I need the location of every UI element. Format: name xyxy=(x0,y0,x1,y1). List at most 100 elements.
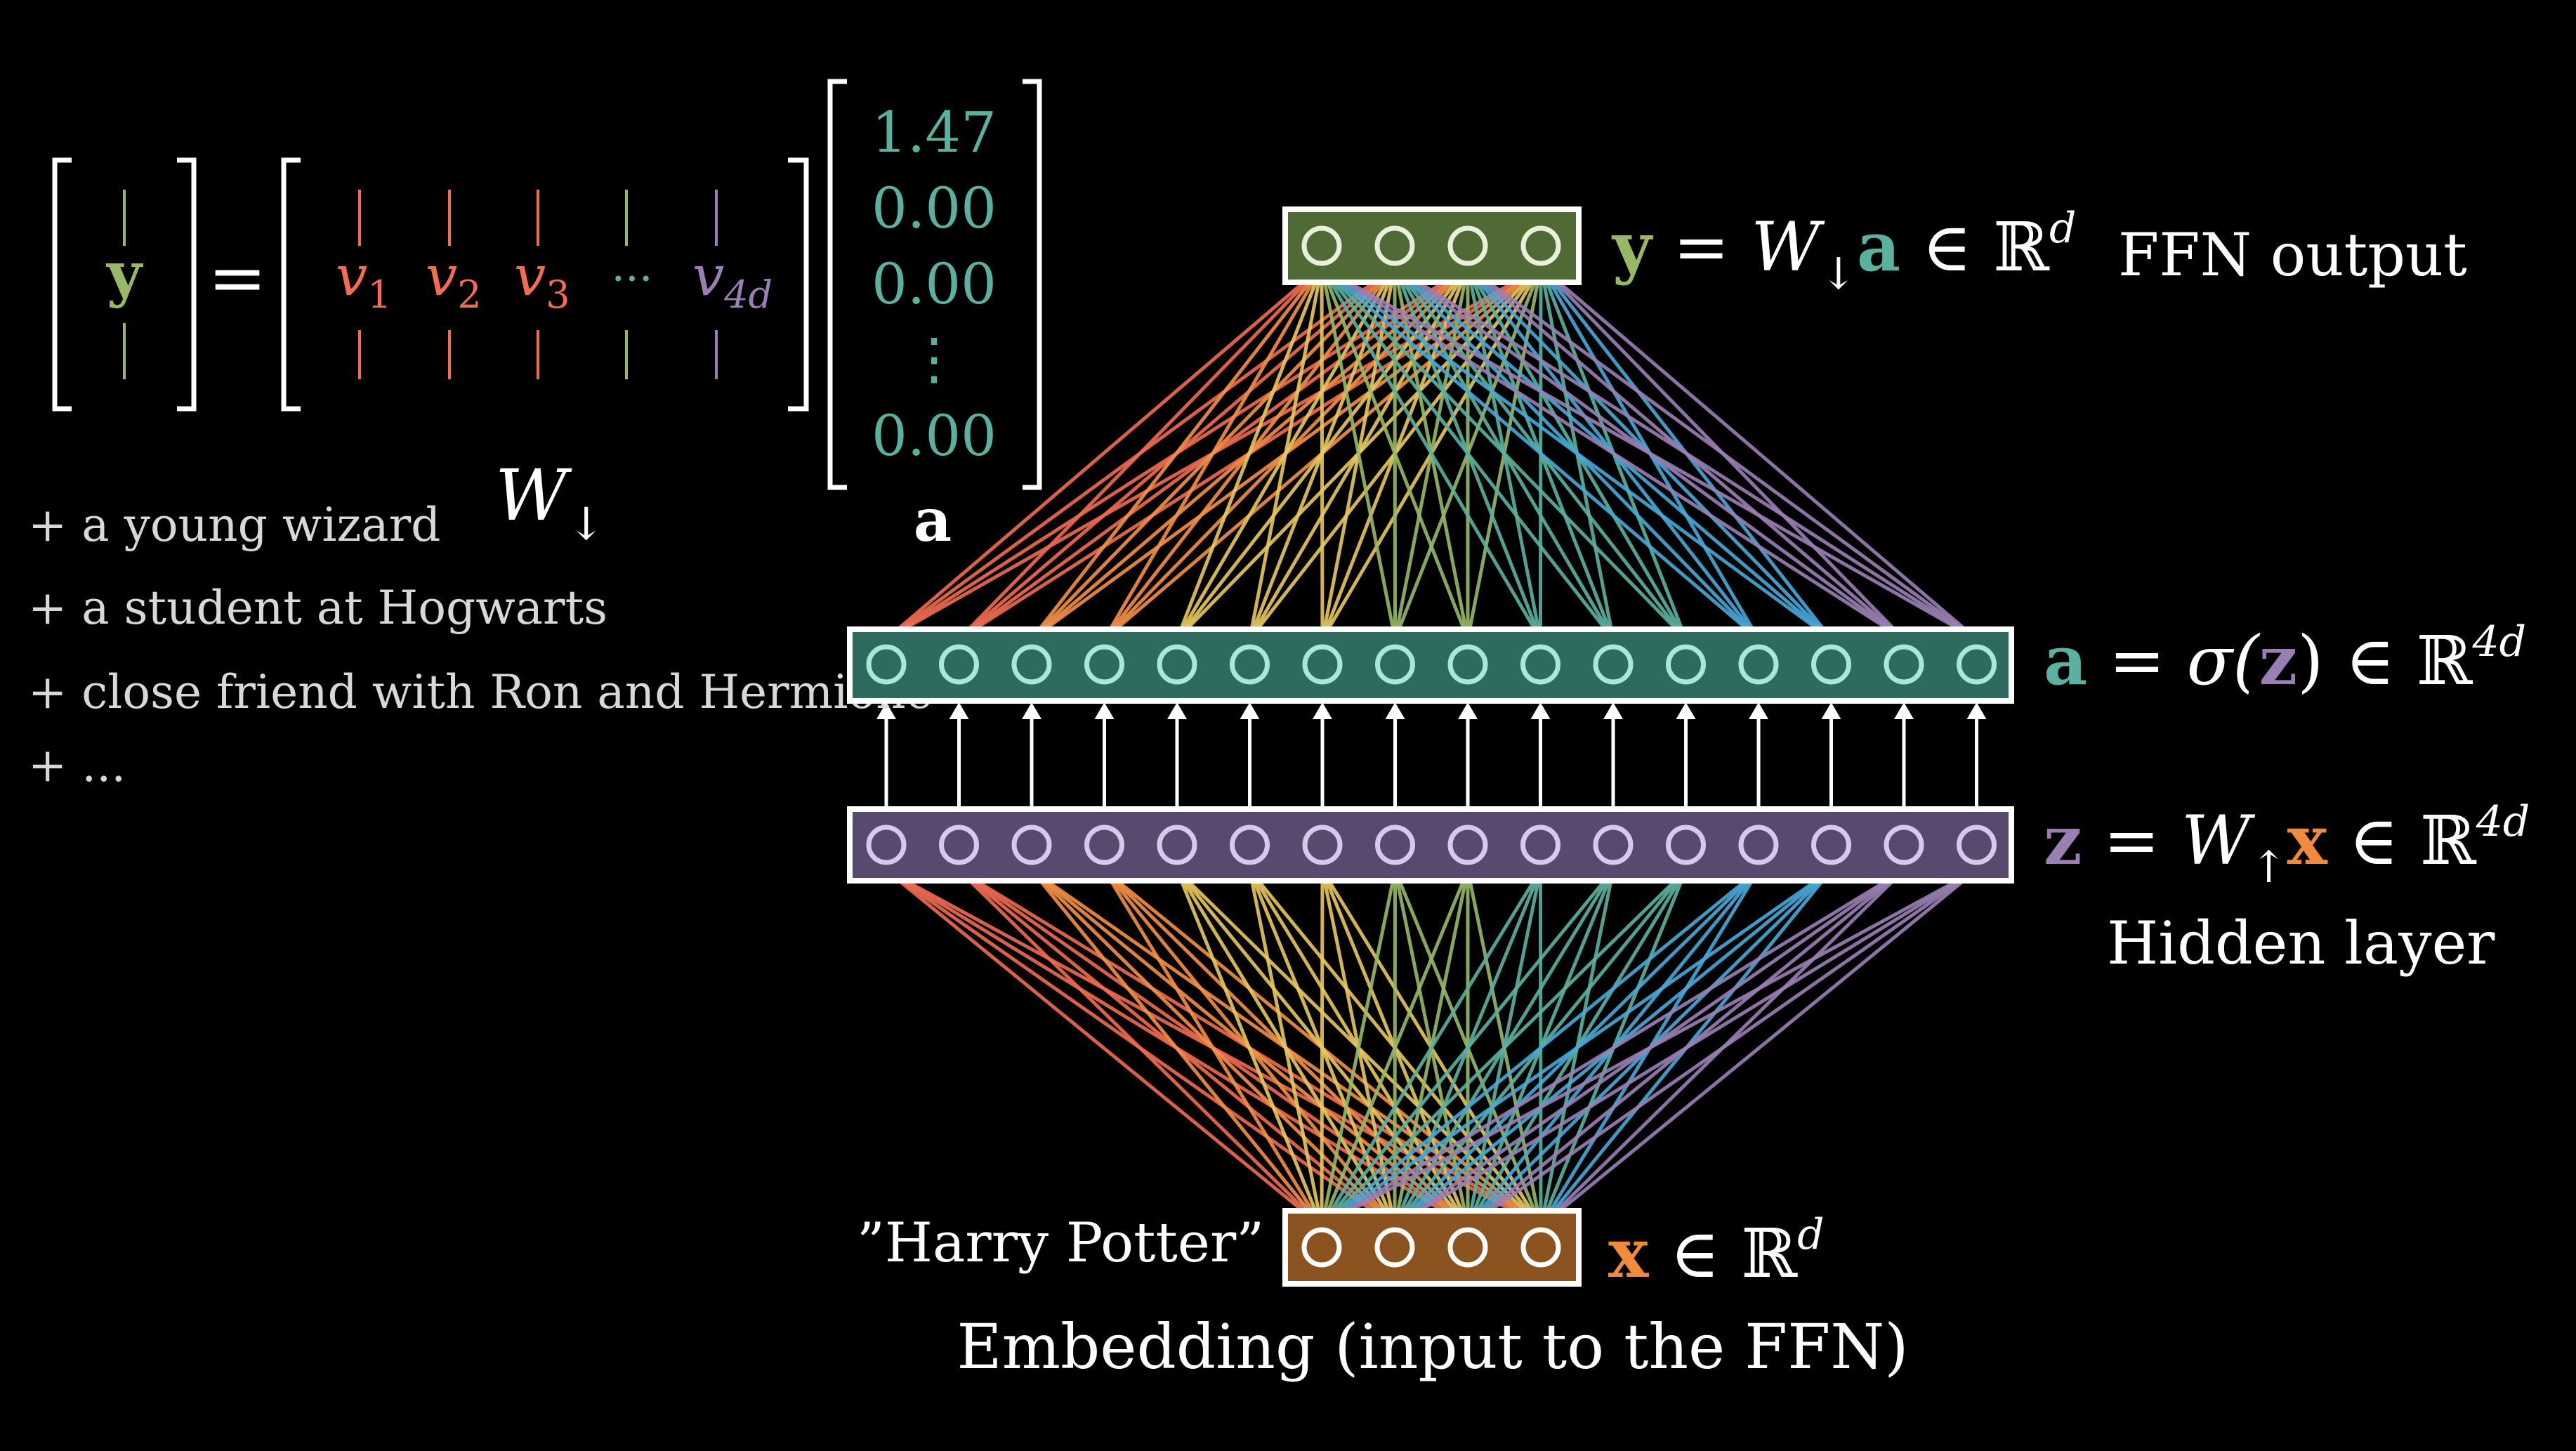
activation-neuron xyxy=(1520,644,1560,685)
embedding-neuron xyxy=(1301,1227,1342,1268)
connection-a-to-y xyxy=(885,265,1323,641)
connection-x-to-z xyxy=(1320,868,1978,1228)
connection-x-to-z xyxy=(1320,869,1542,1228)
activation-neuron xyxy=(1302,644,1343,685)
activation-neuron xyxy=(1011,644,1052,685)
connection-a-to-y xyxy=(1320,266,1397,640)
a-bracket-right xyxy=(1023,79,1042,490)
hidden-neuron xyxy=(1811,825,1851,865)
hidden-layer-box xyxy=(847,806,2014,884)
activation-equation: a = σ(z) ∈ ℝ4d xyxy=(2044,617,2526,700)
connection-a-to-y xyxy=(1320,265,1542,641)
embedding-caption: Embedding (input to the FFN) xyxy=(957,1311,1908,1383)
activation-arrowhead xyxy=(1676,702,1696,719)
hidden-neuron xyxy=(1011,825,1052,865)
connection-a-to-y xyxy=(1320,265,1615,641)
connection-a-to-y xyxy=(1320,265,1905,641)
connection-a-to-y xyxy=(1030,265,1323,641)
output-eq-exp: d xyxy=(2049,204,2076,253)
connection-x-to-z xyxy=(885,869,1323,1228)
description-3: + close friend with Ron and Hermione xyxy=(28,665,933,719)
connection-x-to-z xyxy=(1320,869,1615,1228)
connection-a-to-y xyxy=(1320,265,1688,641)
activation-arrows xyxy=(876,702,1987,808)
description-list: + a young wizard + a student at Hogwarts… xyxy=(28,498,933,792)
activation-arrowhead xyxy=(1894,702,1914,719)
output-eq-equals: = xyxy=(1673,208,1729,287)
output-layer-box xyxy=(1282,206,1582,285)
activation-eq-z: z xyxy=(2259,621,2298,700)
activation-layer-box xyxy=(847,626,2014,704)
column-vector-label: v4d xyxy=(692,243,773,317)
connection-x-to-z xyxy=(1320,868,1832,1228)
embedding-layer-box xyxy=(1282,1208,1582,1287)
activation-neuron xyxy=(1811,644,1851,685)
hidden-neuron xyxy=(1666,825,1706,865)
y-vector-label: y xyxy=(105,239,144,310)
connection-a-to-y xyxy=(1248,266,1324,640)
hidden-neuron xyxy=(1302,825,1343,865)
hidden-neuron xyxy=(1520,825,1560,865)
activation-arrowhead xyxy=(1530,702,1551,719)
hidden-eq-r: ℝ xyxy=(2420,801,2477,880)
embedding-eq-exp: d xyxy=(1797,1210,1824,1259)
connections-up-projection xyxy=(885,868,1978,1228)
activation-neuron xyxy=(1884,644,1924,685)
activation-eq-exp: 4d xyxy=(2472,617,2527,667)
activation-arrowhead xyxy=(1167,702,1187,719)
column-vector-label: v3 xyxy=(514,243,570,317)
embedding-eq-in: ∈ xyxy=(1670,1214,1720,1293)
activation-neuron xyxy=(1084,644,1124,685)
activation-neuron xyxy=(1157,644,1197,685)
description-2: + a student at Hogwarts xyxy=(28,581,607,635)
embedding-neuron xyxy=(1520,1227,1561,1268)
y-bracket-right xyxy=(177,157,197,412)
connection-x-to-z xyxy=(1320,868,1905,1228)
hidden-caption: Hidden layer xyxy=(2107,909,2495,978)
activation-neuron xyxy=(1957,644,1997,685)
activation-arrowhead xyxy=(1022,702,1041,719)
embedding-input-name: ”Harry Potter” xyxy=(857,1212,1264,1275)
activation-arrowhead xyxy=(949,702,969,719)
activation-neuron xyxy=(866,644,907,685)
a-vector-label: a xyxy=(914,485,952,555)
activation-eq-close: ) xyxy=(2297,622,2323,700)
activation-neuron xyxy=(1447,644,1488,685)
w-down-arrow: ↓ xyxy=(567,499,605,551)
a-vdots: ⋮ xyxy=(906,326,962,391)
connection-x-to-z xyxy=(1103,869,1324,1228)
output-eq-w: W xyxy=(1751,208,1825,287)
embedding-equation: x ∈ ℝd xyxy=(1608,1210,1825,1293)
activation-arrowhead xyxy=(1603,702,1623,719)
connection-a-to-y xyxy=(1320,266,1470,640)
connection-a-to-y xyxy=(957,265,1323,641)
activation-eq-r: ℝ xyxy=(2417,622,2473,700)
column-vector-subscript: 1 xyxy=(367,273,391,317)
column-vector-base: v xyxy=(692,243,724,308)
embedding-eq-x: x xyxy=(1608,1214,1649,1293)
hidden-eq-equals: = xyxy=(2103,801,2160,880)
a-value-4: 0.00 xyxy=(872,403,997,468)
column-vector-subscript: 3 xyxy=(546,273,570,317)
connection-x-to-z xyxy=(1320,869,1760,1228)
activation-eq-sigma: σ( xyxy=(2187,622,2261,700)
column-vector-subscript: 2 xyxy=(457,273,481,317)
connection-a-to-y xyxy=(1175,266,1324,640)
activation-arrowhead xyxy=(1749,702,1768,719)
column-vector-label: v1 xyxy=(336,243,392,317)
y-bracket-left xyxy=(52,157,72,412)
hidden-neuron xyxy=(1593,825,1634,865)
output-caption: FFN output xyxy=(2118,221,2467,289)
activation-neuron xyxy=(1375,644,1415,685)
connection-x-to-z xyxy=(1466,868,1978,1228)
output-neuron xyxy=(1520,225,1561,266)
hidden-eq-x: x xyxy=(2287,801,2328,880)
output-equation: y = W↓a ∈ ℝd xyxy=(1611,204,2076,299)
connection-x-to-z xyxy=(1320,869,1397,1227)
activation-neuron xyxy=(1593,644,1634,685)
description-4: + ... xyxy=(28,738,126,792)
output-eq-arrow: ↓ xyxy=(1820,248,1857,299)
w-matrix-bracket-right xyxy=(788,157,809,412)
